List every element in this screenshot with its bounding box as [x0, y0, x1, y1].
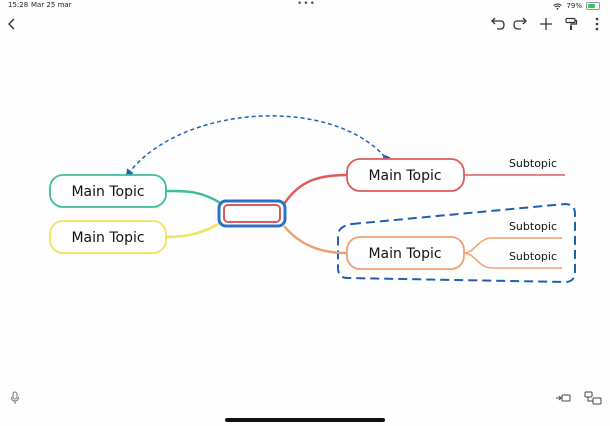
relationship-arrow[interactable] [125, 115, 391, 178]
redo-button[interactable] [511, 14, 531, 34]
battery-percent: 79% [566, 2, 582, 10]
connector-topic-2 [165, 220, 223, 239]
main-topic-1-label: Main Topic [71, 184, 144, 200]
add-button[interactable] [536, 14, 556, 34]
topic-boundary[interactable] [337, 202, 576, 284]
status-bar: 15:28 Mar 25 mar ••• 79% [0, 0, 610, 12]
subtopic-1[interactable]: Subtopic [509, 157, 557, 170]
subtopic-1-label: Subtopic [509, 157, 557, 170]
main-topic-4[interactable]: Main Topic [346, 236, 465, 270]
connector-subtopic-2 [463, 237, 562, 254]
home-indicator[interactable] [225, 418, 385, 422]
more-button[interactable] [587, 14, 607, 34]
status-time: 15:28 [8, 1, 29, 9]
central-topic[interactable] [217, 199, 287, 228]
more-vertical-icon [595, 17, 599, 31]
redo-icon [513, 17, 527, 30]
subtopic-2-label: Subtopic [509, 220, 557, 233]
undo-button[interactable] [487, 14, 507, 34]
voice-button[interactable] [5, 388, 25, 408]
add-child-topic-icon [556, 394, 571, 402]
main-topic-1[interactable]: Main Topic [49, 174, 167, 208]
subtopic-3-label: Subtopic [509, 250, 557, 263]
format-paint-icon [565, 17, 578, 30]
main-topic-3-label: Main Topic [368, 168, 441, 184]
add-sibling-topic-icon [584, 391, 602, 405]
connector-topic-4 [283, 225, 348, 255]
main-topic-2[interactable]: Main Topic [49, 220, 167, 254]
microphone-icon [11, 391, 19, 404]
undo-icon [491, 17, 505, 30]
main-topic-3[interactable]: Main Topic [346, 158, 465, 192]
back-icon [8, 18, 15, 30]
add-sibling-topic-button[interactable] [583, 388, 603, 408]
format-button[interactable] [561, 14, 581, 34]
connector-topic-1 [165, 189, 223, 206]
main-topic-4-label: Main Topic [368, 246, 441, 262]
add-child-topic-button[interactable] [553, 388, 573, 408]
battery-icon [586, 2, 600, 10]
main-topic-2-label: Main Topic [71, 230, 144, 246]
add-icon [540, 18, 552, 30]
subtopic-3[interactable]: Subtopic [509, 250, 557, 263]
status-date: Mar 25 mar [31, 1, 72, 9]
wifi-icon [553, 2, 563, 10]
connector-subtopic-3 [463, 252, 562, 269]
subtopic-2[interactable]: Subtopic [509, 220, 557, 233]
connector-topic-3 [282, 173, 348, 205]
multitasking-dots-icon[interactable]: ••• [297, 0, 316, 9]
status-indicators: 79% [553, 1, 600, 11]
back-button[interactable] [2, 14, 22, 34]
